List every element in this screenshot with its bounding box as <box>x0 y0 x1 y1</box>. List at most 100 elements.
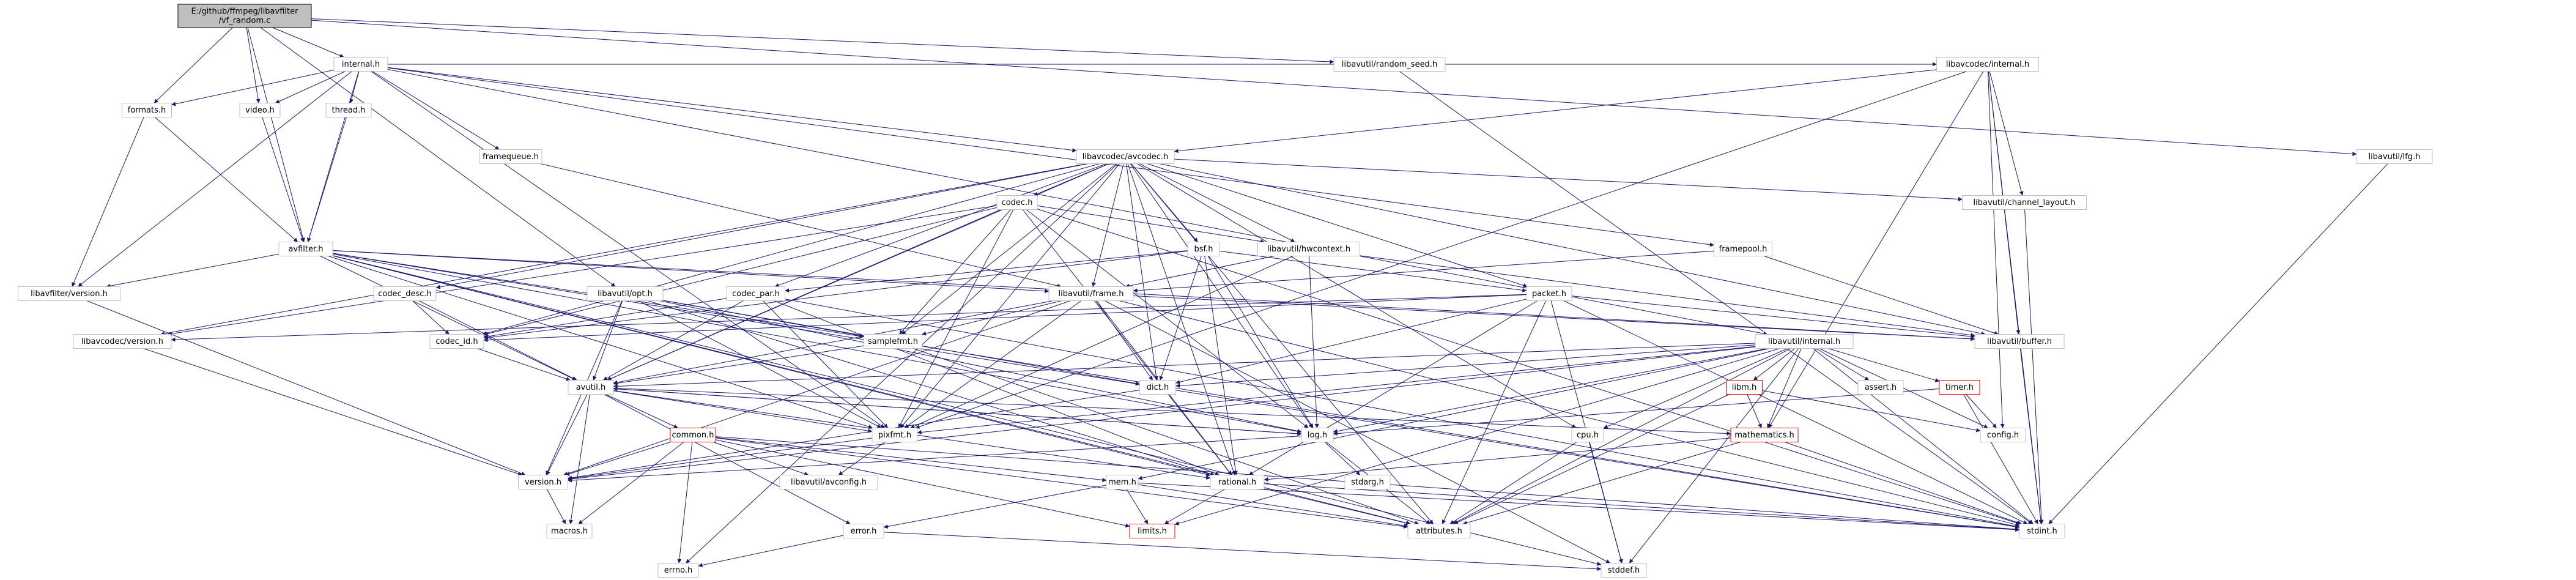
node-bsf-h[interactable]: bsf.h <box>1187 242 1220 256</box>
node-label: cpu.h <box>1577 431 1599 440</box>
edge-avcodec_h-to-bsf_h <box>1131 163 1198 242</box>
edge-samplefmt_h-to-avutil_h <box>613 345 864 385</box>
node-framepool-h[interactable]: framepool.h <box>1714 242 1772 256</box>
node-assert-h[interactable]: assert.h <box>1857 380 1904 395</box>
node-avconfig-h[interactable]: libavutil/avconfig.h <box>779 475 878 489</box>
node-limits-h[interactable]: limits.h <box>1129 524 1175 538</box>
node-timer-h[interactable]: timer.h <box>1939 380 1980 395</box>
node-log-h[interactable]: log.h <box>1301 428 1334 442</box>
node-label: libavfilter/version.h <box>31 289 108 299</box>
edge-bsf_h-to-codec_par_h <box>785 250 1188 293</box>
node-box <box>1980 428 2026 442</box>
node-stdarg-h[interactable]: stdarg.h <box>1344 475 1391 489</box>
node-packet-h[interactable]: packet.h <box>1526 286 1572 301</box>
edge-avutil_internal_h-to-attributes_h <box>1452 348 1791 524</box>
node-frame-h[interactable]: libavutil/frame.h <box>1048 286 1134 301</box>
node-stddef-h[interactable]: stddef.h <box>1601 563 1647 578</box>
edge-pixfmt_h-to-avconfig_h <box>838 442 886 475</box>
node-channel-layout-h[interactable]: libavutil/channel_layout.h <box>1962 195 2087 210</box>
node-box <box>1726 380 1763 395</box>
node-internal-h[interactable]: internal.h <box>333 57 388 72</box>
node-avcodec-version-h[interactable]: libavcodec/version.h <box>73 334 172 349</box>
edge-avcodec_h-to-codec_par_h <box>774 163 1107 288</box>
node-mem-h[interactable]: mem.h <box>1106 475 1139 489</box>
edge-avutil_internal_h-to-mem_h <box>1138 348 1771 480</box>
edge-avfilter_h-to-dict_h <box>332 253 1140 386</box>
node-mathematics-h[interactable]: mathematics.h <box>1730 428 1799 442</box>
edge-avutil_internal_h-to-assert_h <box>1815 348 1870 381</box>
node-cpu-h[interactable]: cpu.h <box>1571 428 1604 442</box>
node-label: libavcodec/internal.h <box>1946 60 2029 69</box>
edge-avcodec_h-to-channel_layout_h <box>1174 158 1963 201</box>
edge-avcodec_h-to-buffer_h <box>1159 163 1986 336</box>
node-macros-h[interactable]: macros.h <box>546 524 593 538</box>
edge-avutil_internal_h-to-cpu_h <box>1603 348 1788 429</box>
node-framequeue-h[interactable]: framequeue.h <box>479 149 542 164</box>
edge-avutil_h-to-mathematics_h <box>613 388 1731 436</box>
node-errno-h[interactable]: errno.h <box>657 563 699 578</box>
node-video-h[interactable]: video.h <box>239 103 281 117</box>
edge-packet_h-to-rational_h <box>1248 300 1538 475</box>
edge-internal_h-to-avcodec_h <box>387 67 1077 152</box>
node-label: assert.h <box>1865 383 1897 392</box>
node-formats-h[interactable]: formats.h <box>122 103 172 117</box>
node-label: attributes.h <box>1416 527 1462 536</box>
node-samplefmt-h[interactable]: samplefmt.h <box>864 334 922 349</box>
edge-root-to-lfg_h <box>311 20 2357 156</box>
node-attributes-h[interactable]: attributes.h <box>1407 524 1471 538</box>
node-box <box>1333 57 1446 72</box>
edge-cpu_h-to-stddef_h <box>1589 442 1623 563</box>
node-label: pixfmt.h <box>878 431 911 440</box>
node-avcodec-h[interactable]: libavcodec/avcodec.h <box>1076 149 1175 164</box>
node-random-seed-h[interactable]: libavutil/random_seed.h <box>1333 57 1446 72</box>
node-box <box>1301 428 1334 442</box>
node-hwcontext-h[interactable]: libavutil/hwcontext.h <box>1257 242 1360 256</box>
edge-avcodec_h-to-codec_id_h <box>482 163 1100 336</box>
edge-dict_h-to-stdint_h <box>1175 390 2020 529</box>
node-avutil-h[interactable]: avutil.h <box>568 380 614 395</box>
node-codec-h[interactable]: codec.h <box>996 195 1038 210</box>
edge-codec_par_h-to-codec_id_h <box>483 298 727 339</box>
node-box <box>1139 380 1176 395</box>
node-common-h[interactable]: common.h <box>670 428 716 442</box>
edge-codec_par_h-to-avutil_h <box>602 300 744 381</box>
node-avfilter-h[interactable]: avfilter.h <box>278 242 333 256</box>
edge-hwcontext_h-to-pixfmt_h <box>910 256 1294 428</box>
node-opt-h[interactable]: libavutil/opt.h <box>587 286 664 301</box>
node-label: config.h <box>1987 431 2019 440</box>
edge-internal_h-to-formats_h <box>171 69 335 106</box>
node-codec-par-h[interactable]: codec_par.h <box>727 286 785 301</box>
node-codec-internal-h[interactable]: libavcodec/internal.h <box>1936 57 2039 72</box>
node-box <box>996 195 1038 210</box>
node-pixfmt-h[interactable]: pixfmt.h <box>872 428 918 442</box>
node-rational-h[interactable]: rational.h <box>1210 475 1265 489</box>
node-version-h[interactable]: version.h <box>518 475 568 489</box>
node-box <box>1857 380 1904 395</box>
node-avutil-internal-h[interactable]: libavutil/internal.h <box>1755 334 1854 349</box>
edge-codec_internal_h-to-mathematics_h <box>1768 71 1984 428</box>
node-stdint-h[interactable]: stdint.h <box>2019 524 2065 538</box>
node-box <box>1076 149 1175 164</box>
node-error-h[interactable]: error.h <box>843 524 884 538</box>
node-box <box>843 524 884 538</box>
node-codec-id-h[interactable]: codec_id.h <box>429 334 484 349</box>
node-box <box>1755 334 1854 349</box>
node-label: version.h <box>525 478 561 487</box>
node-codec-desc-h[interactable]: codec_desc.h <box>373 286 437 301</box>
edge-avutil_internal_h-to-stddef_h <box>1629 348 1799 563</box>
node-dict-h[interactable]: dict.h <box>1139 380 1176 395</box>
edge-mem_h-to-limits_h <box>1126 489 1149 524</box>
node-libm-h[interactable]: libm.h <box>1726 380 1763 395</box>
node-buffer-h[interactable]: libavutil/buffer.h <box>1974 334 2065 349</box>
node-thread-h[interactable]: thread.h <box>325 103 372 117</box>
node-avfilter-version-h[interactable]: libavfilter/version.h <box>18 286 120 301</box>
edge-random_seed_h-to-stdint_h <box>1399 71 2033 524</box>
edge-frame_h-to-buffer_h <box>1133 296 1975 341</box>
edge-avutil_internal_h-to-avutil_h <box>613 343 1756 389</box>
node-box <box>1962 195 2087 210</box>
node-label: libavutil/avconfig.h <box>791 478 867 487</box>
edge-codec_internal_h-to-avcodec_h <box>1174 69 1937 154</box>
node-lfg-h[interactable]: libavutil/lfg.h <box>2356 149 2433 164</box>
node-config-h[interactable]: config.h <box>1980 428 2026 442</box>
